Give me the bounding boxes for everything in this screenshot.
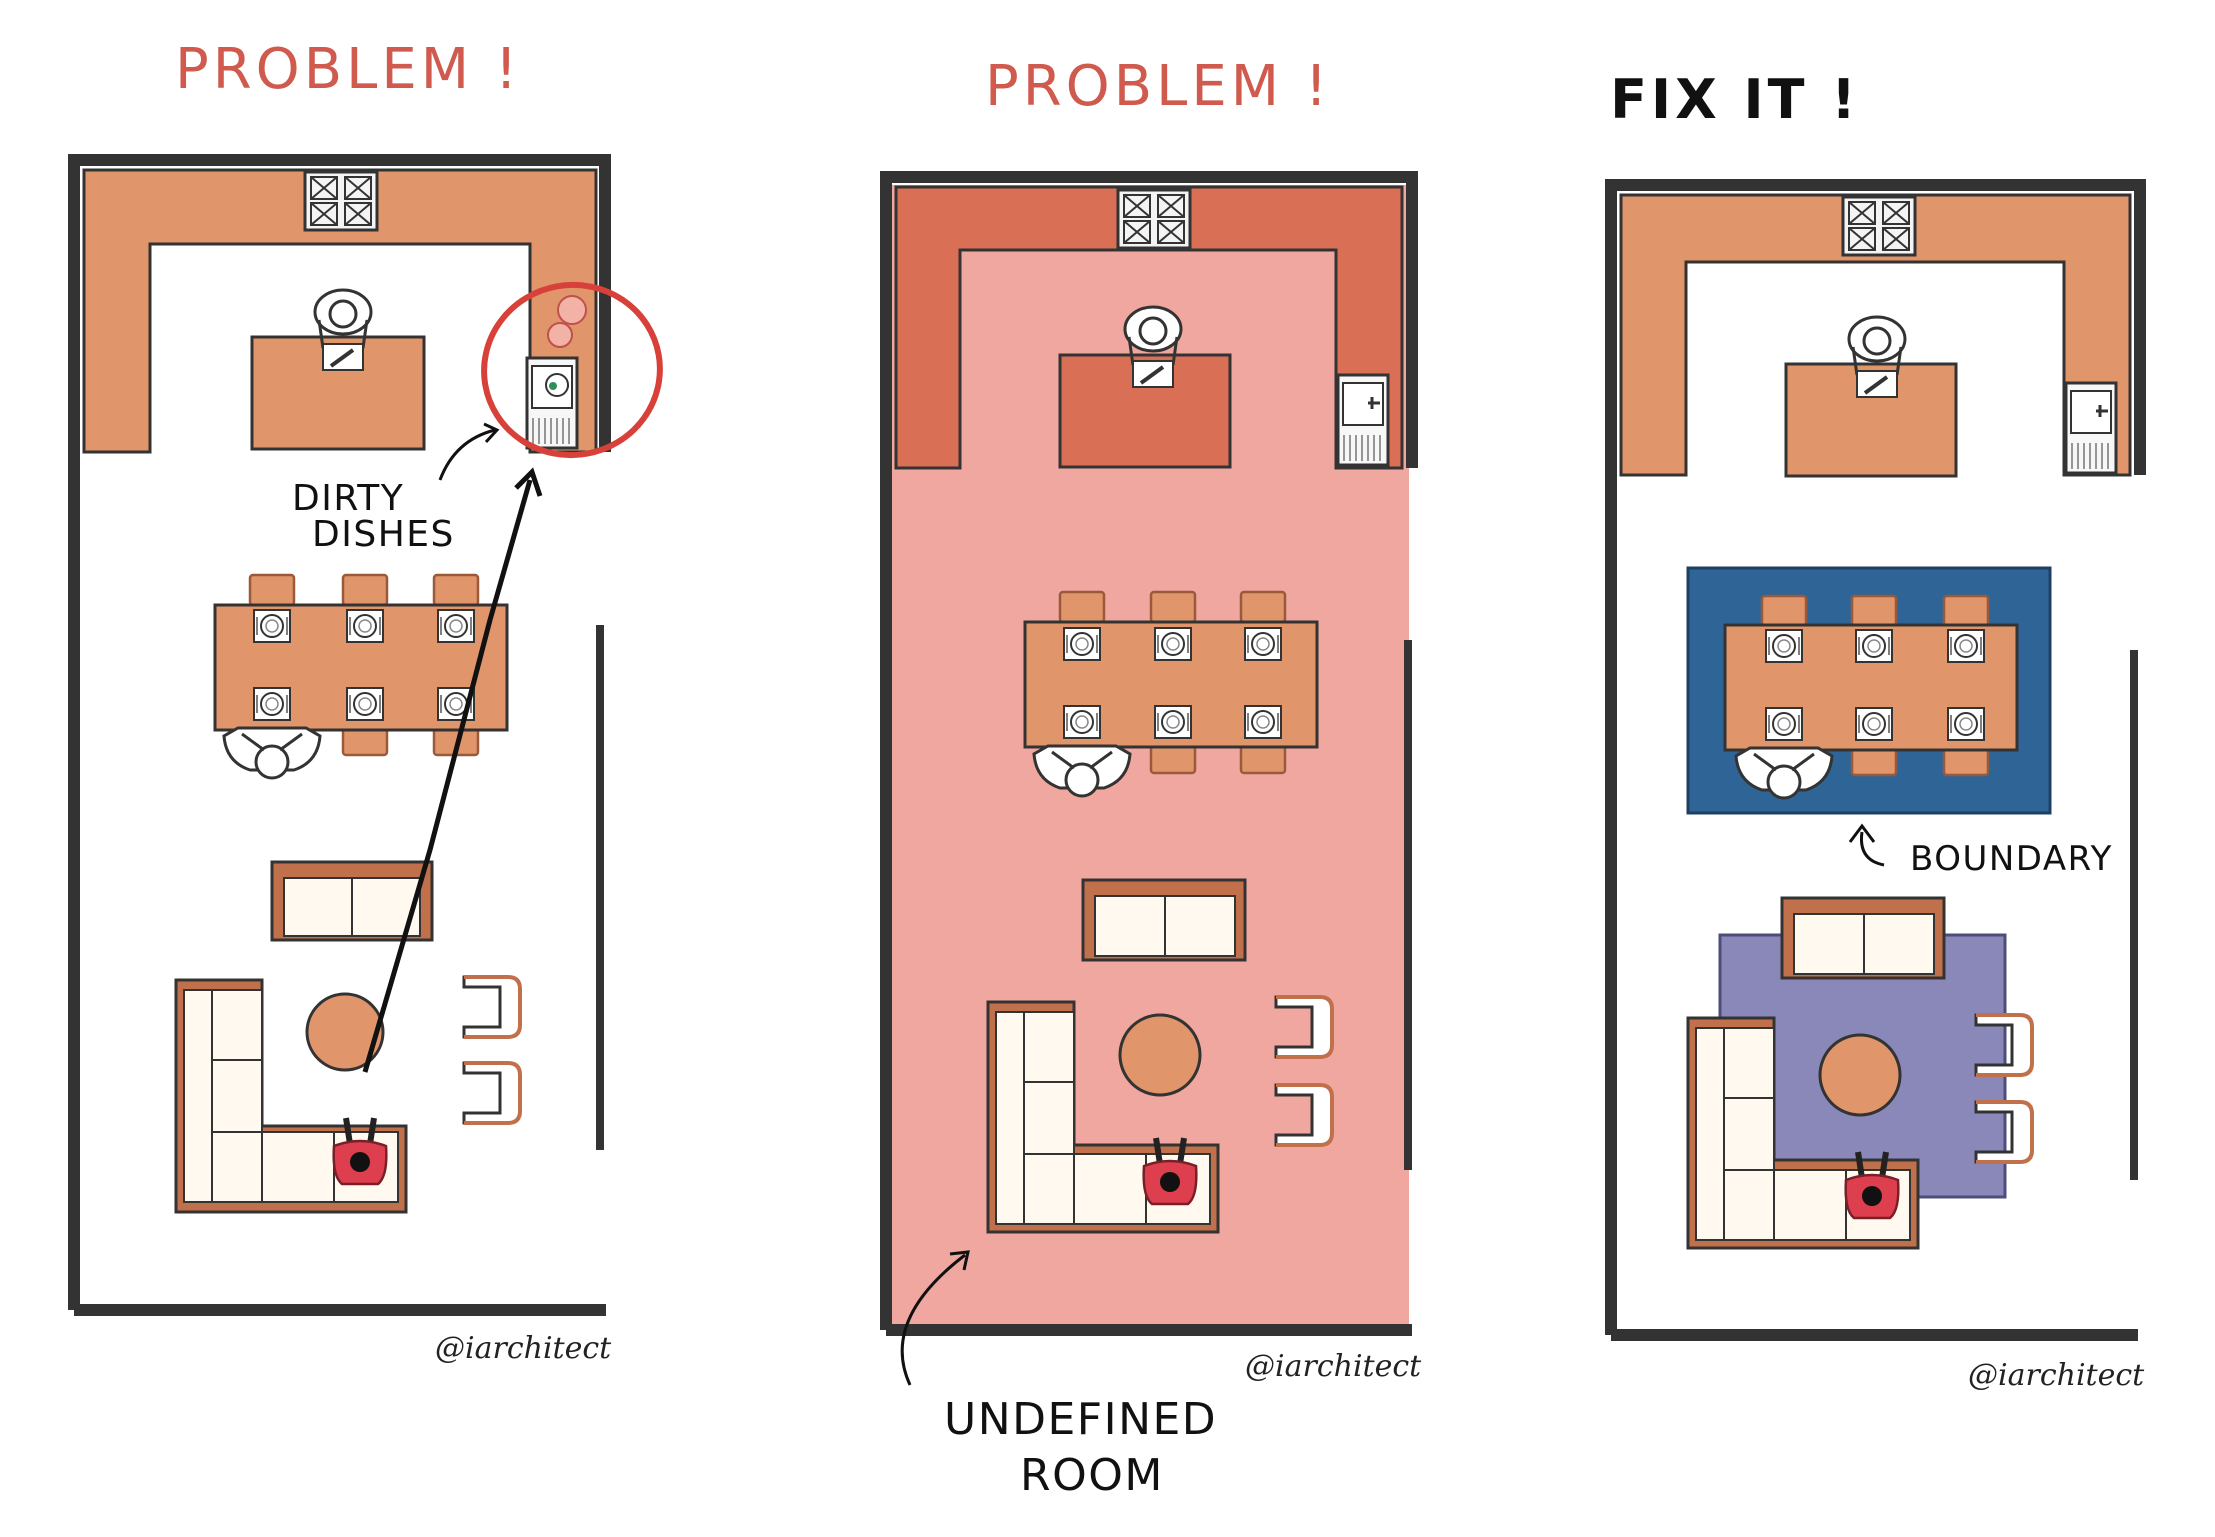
panel-1-sink-icon bbox=[525, 356, 579, 450]
panel-3-credit: @iarchitect bbox=[1968, 1358, 2145, 1393]
panel-2-coffee-table bbox=[1118, 1013, 1202, 1097]
panel-2-credit: @iarchitect bbox=[1245, 1349, 1422, 1384]
panel-1-armchair bbox=[462, 975, 522, 1039]
panel-2-sink-icon bbox=[1336, 373, 1390, 467]
panel-1-walls bbox=[68, 154, 611, 1310]
panel-1-diner-icon bbox=[222, 726, 322, 780]
panel-1-coffee-table bbox=[305, 992, 385, 1072]
panel-1-heading: PROBLEM ! bbox=[175, 37, 521, 102]
panel-3-annotation-line-1: BOUNDARY bbox=[1910, 839, 2113, 879]
panel-3-walls bbox=[1605, 179, 2146, 1335]
panel-2-loveseat bbox=[1081, 878, 1247, 962]
panel-2-annotation-line-1: UNDEFINED bbox=[944, 1394, 1217, 1445]
panel-3-sink-icon bbox=[2064, 381, 2118, 475]
panel-3-loveseat bbox=[1780, 896, 1946, 980]
panel-1-stove-icon bbox=[303, 170, 379, 232]
panel-1-annotation-line-1: DIRTY bbox=[292, 478, 404, 519]
panel-2-stove-icon bbox=[1116, 188, 1192, 250]
panel-1: PROBLEM ! bbox=[68, 37, 663, 1366]
panel-2-annotation-line-2: ROOM bbox=[1020, 1450, 1164, 1501]
panel-1-armchair bbox=[462, 1061, 522, 1125]
panel-2-walls bbox=[880, 171, 1418, 1330]
panel-2: PROBLEM ! bbox=[880, 54, 1422, 1501]
panel-1-annotation-line-2: DISHES bbox=[312, 514, 455, 555]
panel-1-dirty-dishes-icon bbox=[545, 295, 587, 397]
panel-2-heading: PROBLEM ! bbox=[985, 54, 1331, 119]
panel-3-cook-icon bbox=[1847, 315, 1907, 399]
panel-1-cook-icon bbox=[313, 288, 373, 372]
panel-3-stove-icon bbox=[1841, 195, 1917, 257]
panel-1-credit: @iarchitect bbox=[435, 1331, 612, 1366]
panel-3-heading: FIX IT ! bbox=[1610, 68, 1860, 131]
panel-1-highlight-circle bbox=[481, 281, 663, 459]
panel-3-coffee-table bbox=[1818, 1033, 1902, 1117]
panel-1-path-arrow bbox=[362, 479, 533, 1073]
panel-1-kitchen-counter bbox=[82, 168, 598, 454]
panel-3: FIX IT ! BOUNDARY bbox=[1605, 68, 2146, 1393]
